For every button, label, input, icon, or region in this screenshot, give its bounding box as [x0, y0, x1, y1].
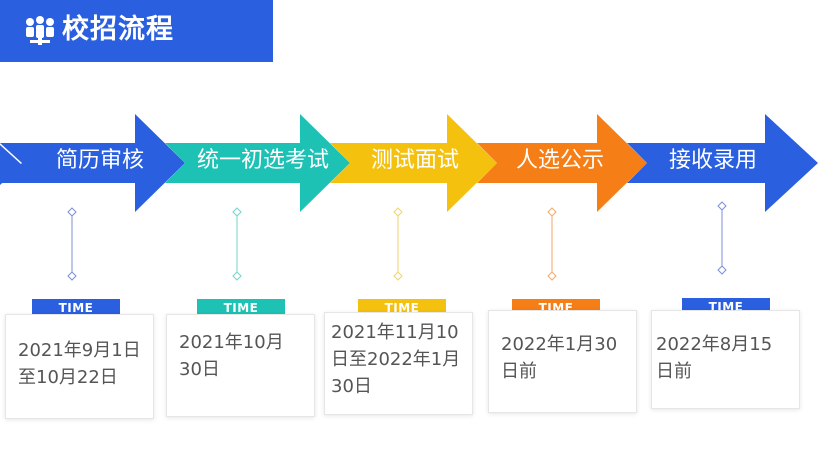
- time-badge-1: TIME: [32, 299, 120, 317]
- date-box-1: 2021年9月1日至10月22日: [5, 314, 154, 419]
- date-box-3: 2021年11月10日至2022年1月30日: [324, 312, 473, 415]
- stage-arrow-2: [165, 114, 350, 212]
- connector-1: [67, 207, 77, 281]
- connector-4: [547, 207, 557, 281]
- stage-label-5: 接收录用: [668, 148, 757, 173]
- stage-arrow-1: [0, 114, 185, 212]
- stage-label-2: 统一初选考试: [196, 148, 329, 173]
- stage-label-1: 简历审核: [55, 148, 144, 173]
- process-arrows: [0, 114, 818, 212]
- date-box-4: 2022年1月30日前: [488, 310, 637, 413]
- date-text-4: 2022年1月30日前: [501, 334, 618, 382]
- connector-3: [393, 207, 403, 281]
- stage-arrow-3: [330, 114, 497, 212]
- time-badge-2: TIME: [197, 299, 285, 317]
- stage-arrow-5: [627, 114, 818, 212]
- page-title: 校招流程: [62, 14, 174, 45]
- people-network-icon: [26, 16, 54, 45]
- date-text-5: 2022年8月15日前: [656, 334, 773, 382]
- date-box-2: 2021年10月30日: [166, 314, 315, 417]
- date-text-2: 2021年10月30日: [179, 332, 284, 380]
- date-text-3: 2021年11月10日至2022年1月30日: [331, 322, 461, 397]
- connector-5: [717, 201, 727, 275]
- header-bar: 校招流程: [0, 0, 273, 62]
- connector-2: [232, 207, 242, 281]
- date-box-5: 2022年8月15日前: [651, 310, 800, 409]
- stage-arrow-1: [0, 145, 22, 185]
- stage-label-3: 测试面试: [370, 148, 459, 173]
- date-text-1: 2021年9月1日至10月22日: [18, 340, 141, 388]
- stage-label-4: 人选公示: [515, 148, 604, 173]
- stage-arrow-4: [477, 114, 647, 212]
